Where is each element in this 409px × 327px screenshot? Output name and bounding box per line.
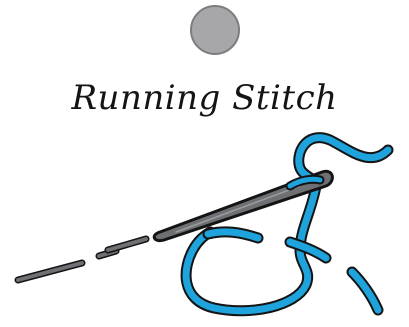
thread-icon xyxy=(186,138,388,311)
stitch-dash-1 xyxy=(18,263,82,280)
stitch-dash-3 xyxy=(108,239,146,250)
stitch-dashes xyxy=(18,239,146,280)
